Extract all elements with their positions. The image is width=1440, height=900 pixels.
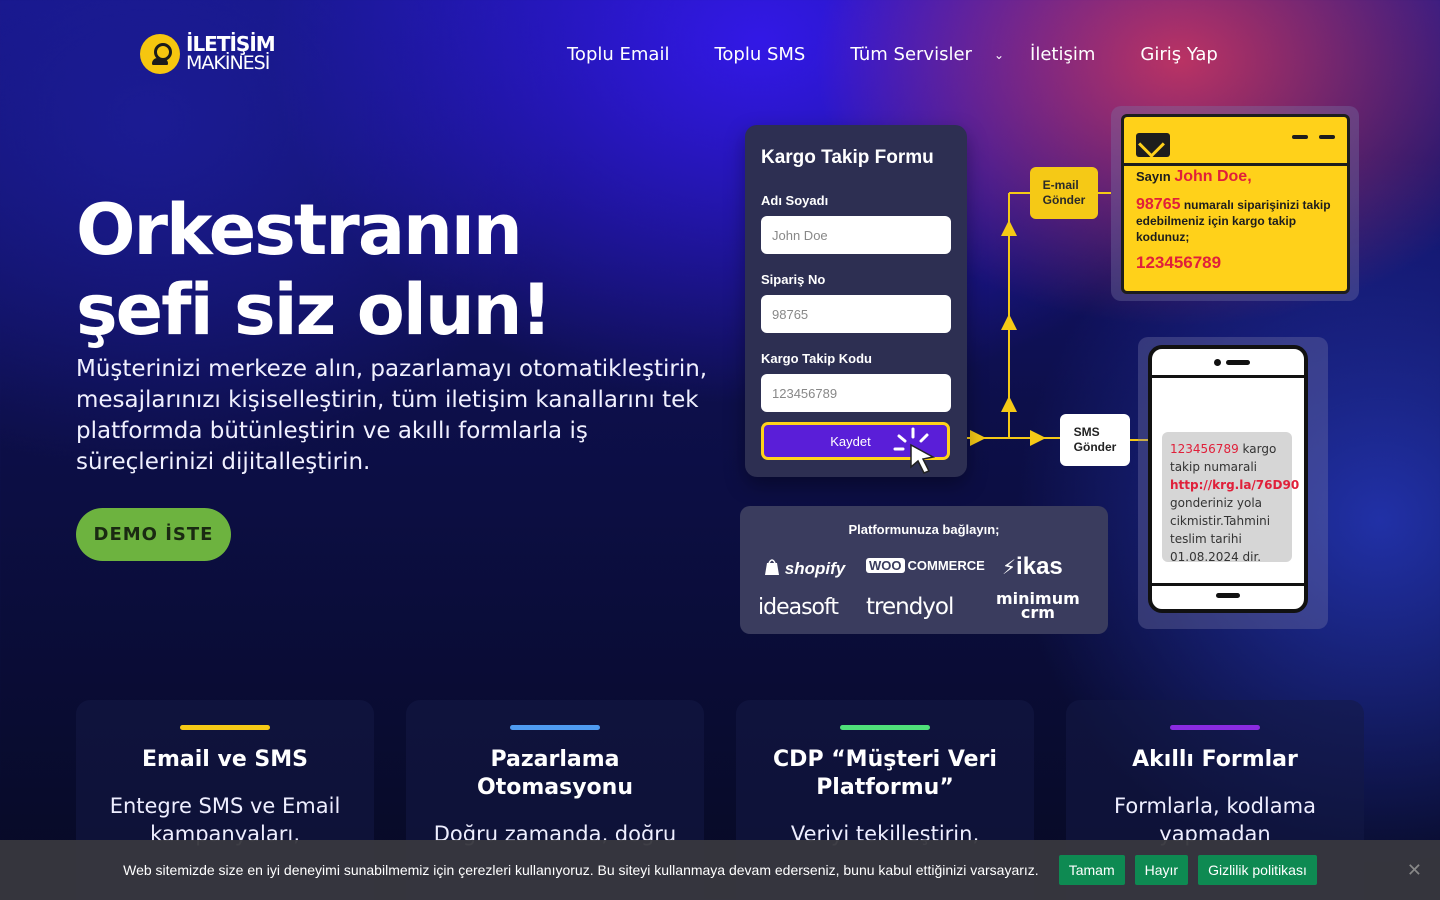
feature-title: Pazarlama Otomasyonu (477, 747, 633, 800)
nav-toplu-email[interactable]: Toplu Email (567, 44, 670, 65)
main-nav: Toplu Email Toplu SMS Tüm Servisler ⌄ İl… (567, 44, 1218, 65)
chevron-down-icon[interactable]: ⌄ (993, 47, 1005, 62)
feature-description: Entegre SMS ve Email kampanyaları, (109, 794, 341, 846)
cursor-click-icon (893, 427, 936, 474)
feature-accent-bar (840, 725, 930, 730)
email-preview-text: Sayın John Doe, 98765 numaralı siparişin… (1136, 168, 1331, 272)
form-title: Kargo Takip Formu (761, 147, 934, 168)
site-logo[interactable]: İLETİŞİM MAKİNESİ (140, 32, 276, 74)
integrations-title: Platformunuza bağlayın; (848, 522, 1000, 537)
feature-accent-bar (510, 725, 600, 730)
kargo-form-card: Kargo Takip Formu Adı Soyadı John Doe Si… (745, 125, 967, 477)
email-preview-card: Sayın John Doe, 98765 numaralı siparişin… (1111, 106, 1359, 301)
order-no-label: Sipariş No (761, 272, 826, 287)
trendyol-logo: trendyol (866, 594, 954, 620)
nav-giris-yap[interactable]: Giriş Yap (1140, 44, 1218, 65)
demo-request-button[interactable]: DEMO İSTE (76, 508, 231, 561)
ideasoft-logo: ideasoft (758, 595, 839, 620)
envelope-icon (1136, 133, 1170, 157)
feature-accent-bar (1170, 725, 1260, 730)
sms-preview-card: 123456789 kargo takip numarali http://kr… (1138, 337, 1328, 629)
save-button-label: Kaydet (830, 433, 871, 449)
ikas-logo: ⚡ikas (1002, 553, 1063, 580)
sms-message: 123456789 kargo takip numarali http://kr… (1162, 432, 1299, 564)
tracking-code-field[interactable]: 123456789 (761, 374, 951, 412)
privacy-policy-button[interactable]: Gizlilik politikası (1198, 855, 1317, 885)
hero-title: Orkestranın şefi siz olun! (76, 189, 552, 351)
hero-description: Müşterinizi merkeze alın, pazarlamayı ot… (76, 356, 708, 475)
shopify-bag-icon (765, 559, 779, 575)
tracking-code-label: Kargo Takip Kodu (761, 351, 872, 366)
feature-accent-bar (180, 725, 270, 730)
shopify-logo: shopify (764, 558, 845, 579)
name-field[interactable]: John Doe (761, 216, 951, 254)
nav-iletisim[interactable]: İletişim (1030, 44, 1096, 65)
cookie-consent-bar: Web sitemizde size en iyi deneyimi sunab… (0, 840, 1440, 900)
cookie-reject-button[interactable]: Hayır (1134, 855, 1189, 885)
nav-tum-servisler[interactable]: Tüm Servisler (850, 44, 972, 65)
order-no-field[interactable]: 98765 (761, 295, 951, 333)
feature-title: Akıllı Formlar (1132, 747, 1298, 772)
feature-title: Email ve SMS (141, 747, 309, 772)
phone-icon: 123456789 kargo takip numarali http://kr… (1148, 345, 1308, 613)
logo-text: İLETİŞİM MAKİNESİ (186, 32, 276, 74)
logo-icon (140, 34, 180, 74)
close-icon[interactable]: ✕ (1406, 860, 1422, 880)
cookie-text: Web sitemizde size en iyi deneyimi sunab… (123, 862, 1039, 878)
nav-toplu-sms[interactable]: Toplu SMS (714, 44, 806, 65)
cookie-accept-button[interactable]: Tamam (1058, 855, 1125, 885)
name-label: Adı Soyadı (761, 193, 829, 208)
feature-title: CDP “Müşteri Veri Platformu” (773, 747, 997, 800)
